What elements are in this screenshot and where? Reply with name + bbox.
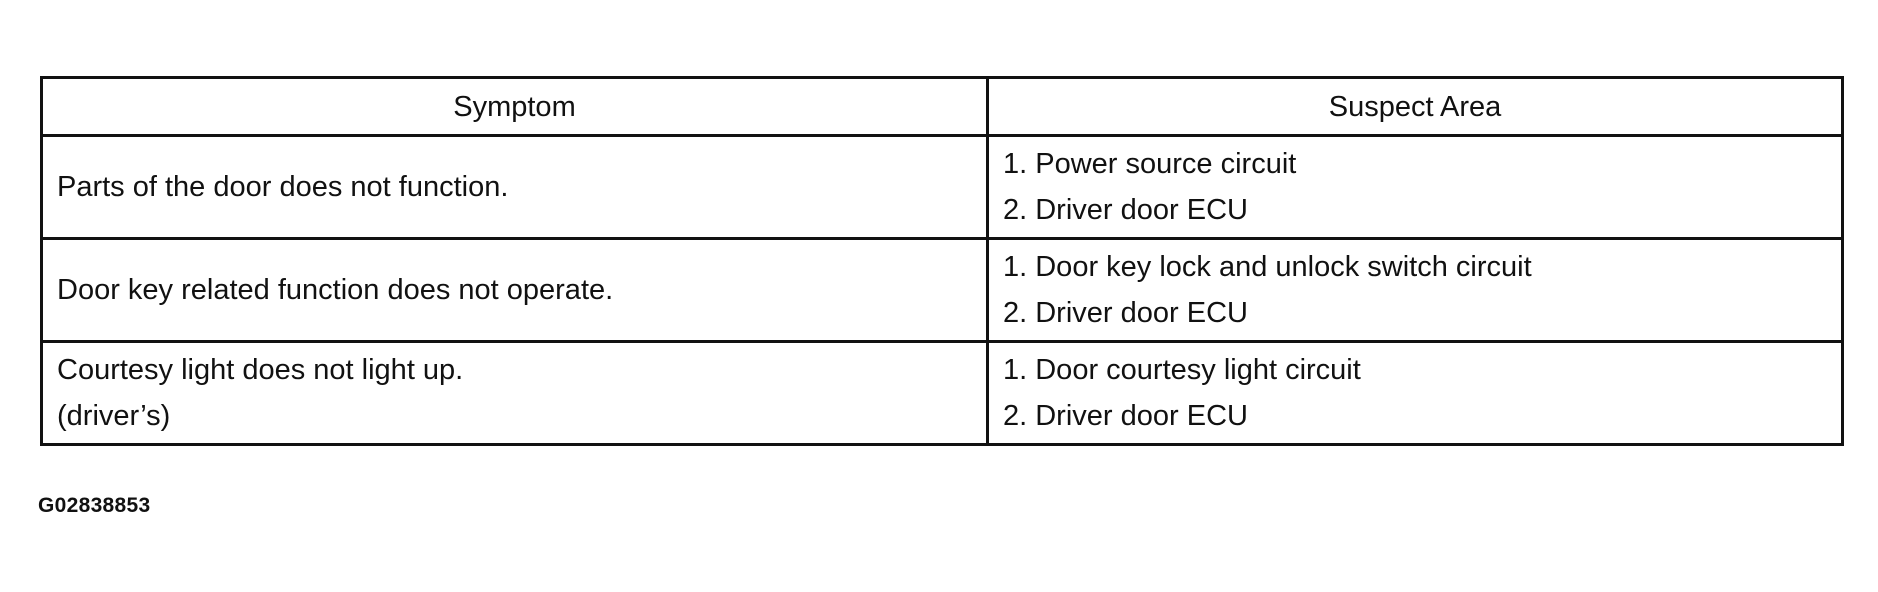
suspect-area-cell: 1. Door key lock and unlock switch circu…	[986, 237, 1844, 343]
table-row: Parts of the door does not function. 1. …	[40, 134, 1844, 240]
suspect-item: 1. Door courtesy light circuit	[1003, 354, 1361, 386]
symptom-cell: Parts of the door does not function.	[40, 134, 989, 240]
symptom-cell: Courtesy light does not light up. (drive…	[40, 340, 989, 446]
suspect-area-cell: 1. Door courtesy light circuit 2. Driver…	[986, 340, 1844, 446]
symptom-text: Door key related function does not opera…	[57, 274, 614, 306]
figure-id: G02838853	[38, 494, 151, 517]
suspect-item: 1. Door key lock and unlock switch circu…	[1003, 251, 1532, 283]
table-row: Door key related function does not opera…	[40, 237, 1844, 343]
header-suspect-area: Suspect Area	[986, 76, 1844, 137]
symptom-cell: Door key related function does not opera…	[40, 237, 989, 343]
suspect-area-cell: 1. Power source circuit 2. Driver door E…	[986, 134, 1844, 240]
symptom-text: (driver’s)	[57, 400, 171, 432]
suspect-item: 2. Driver door ECU	[1003, 194, 1248, 226]
symptom-text: Courtesy light does not light up.	[57, 354, 464, 386]
symptom-text: Parts of the door does not function.	[57, 171, 509, 203]
table-header-row: Symptom Suspect Area	[40, 76, 1844, 137]
header-symptom: Symptom	[40, 76, 989, 137]
suspect-item: 2. Driver door ECU	[1003, 400, 1248, 432]
suspect-item: 1. Power source circuit	[1003, 148, 1297, 180]
symptom-table: Symptom Suspect Area Parts of the door d…	[40, 76, 1844, 446]
symptom-table-container: Symptom Suspect Area Parts of the door d…	[40, 76, 1844, 446]
suspect-item: 2. Driver door ECU	[1003, 297, 1248, 329]
table-row: Courtesy light does not light up. (drive…	[40, 340, 1844, 446]
